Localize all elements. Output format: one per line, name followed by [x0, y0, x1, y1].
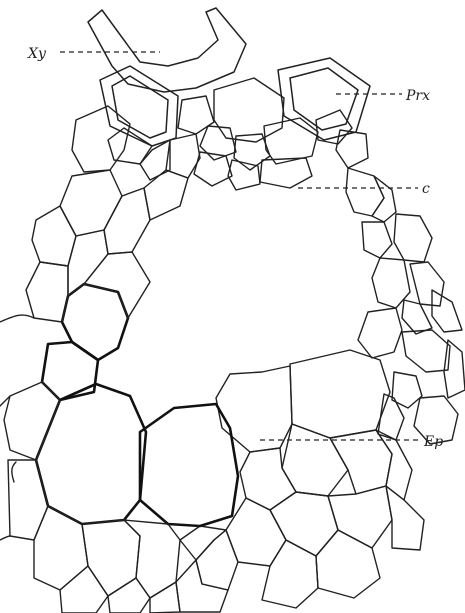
cortex-left-cells: [26, 106, 188, 322]
thick-wall-cells: [4, 284, 238, 540]
label-endodermis: Ep: [423, 434, 443, 450]
cortex-right-cells: [346, 168, 465, 444]
label-cortex: c: [422, 181, 430, 197]
cortex-lower-cells: [180, 350, 424, 608]
cortex-bottom-left-cells: [34, 506, 228, 613]
label-xylem: Xy: [27, 46, 47, 62]
protoxylem-cell-left: [100, 66, 178, 146]
label-protoxylem: Prx: [405, 88, 430, 104]
inner-cell-ring: [108, 78, 368, 190]
xylem-vessel: [88, 8, 246, 92]
leader-lines: [60, 52, 422, 440]
protoxylem-cell-right: [278, 58, 370, 140]
